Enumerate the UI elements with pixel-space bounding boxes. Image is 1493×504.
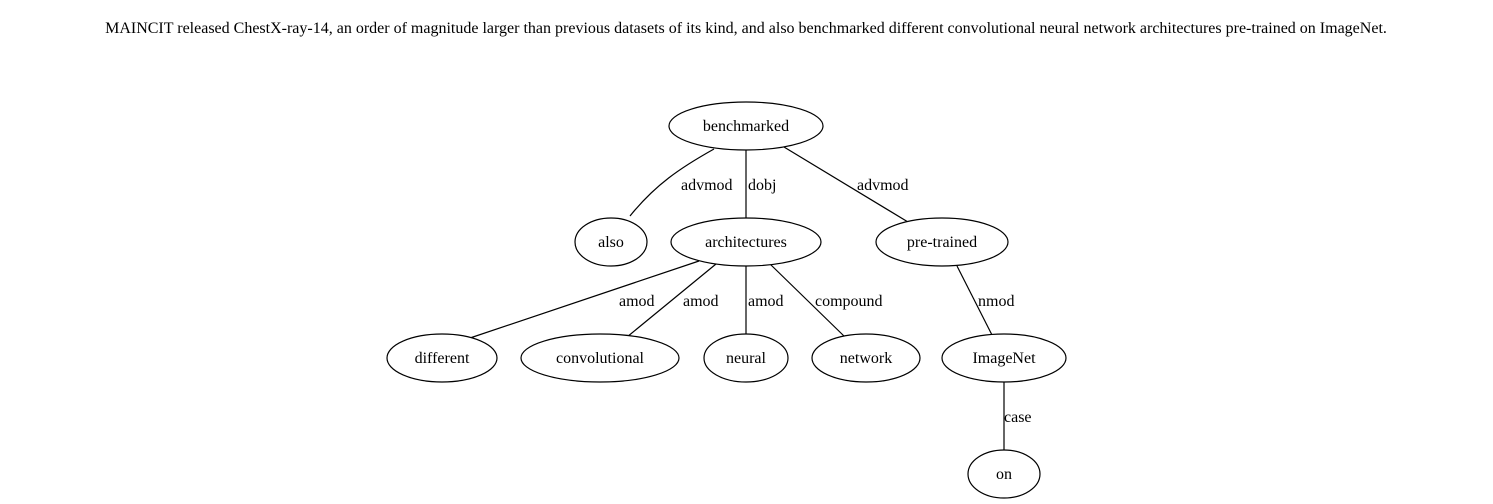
edge-architectures-network: compound [769, 263, 883, 338]
node-ImageNet: ImageNet [941, 333, 1067, 383]
node-label: network [840, 350, 892, 367]
edge-line [769, 263, 846, 338]
node-convolutional: convolutional [520, 333, 680, 383]
edge-label: advmod [857, 177, 909, 194]
sentence-text: MAINCIT released ChestX-ray-14, an order… [105, 20, 1387, 37]
node-label: ImageNet [972, 350, 1036, 367]
edge-label: amod [748, 293, 784, 310]
edge-line [783, 146, 909, 223]
node-ellipse [811, 333, 921, 383]
node-label: convolutional [556, 350, 645, 367]
node-ellipse [875, 217, 1009, 267]
node-label: benchmarked [703, 118, 789, 135]
node-ellipse [941, 333, 1067, 383]
edge-label: amod [619, 293, 655, 310]
node-benchmarked: benchmarked [668, 101, 824, 151]
node-label: on [996, 466, 1012, 483]
node-also: also [574, 217, 648, 267]
node-label: also [598, 234, 624, 251]
edge-label: dobj [748, 177, 776, 194]
edge-line [469, 260, 700, 339]
edge-line [626, 263, 717, 338]
node-ellipse [386, 333, 498, 383]
edge-label: advmod [681, 177, 733, 194]
edge-architectures-different: amod [469, 260, 700, 339]
node-label: pre-trained [907, 234, 977, 251]
edges-layer: advmod dobj advmod amod amod amod compound nmod… [469, 146, 1032, 450]
node-pre-trained: pre-trained [875, 217, 1009, 267]
edge-line [956, 265, 993, 336]
edge-ImageNet-on: case [1003, 382, 1032, 450]
node-label: architectures [705, 234, 787, 251]
edge-line [629, 148, 715, 217]
edge-label: compound [815, 293, 883, 310]
edge-architectures-neural: amod [745, 266, 784, 334]
node-architectures: architectures [670, 217, 822, 267]
edge-architectures-convolutional: amod [626, 263, 719, 338]
edge-benchmarked-architectures: dobj [745, 150, 776, 218]
node-ellipse [670, 217, 822, 267]
node-label: neural [726, 350, 767, 367]
edge-benchmarked-pre-trained: advmod [783, 146, 909, 223]
edge-label: amod [683, 293, 719, 310]
node-different: different [386, 333, 498, 383]
node-ellipse [520, 333, 680, 383]
node-neural: neural [703, 333, 789, 383]
node-ellipse [574, 217, 648, 267]
edge-pre-trained-ImageNet: nmod [956, 265, 1014, 336]
node-on: on [967, 449, 1041, 499]
edge-benchmarked-also: advmod [629, 148, 733, 217]
nodes-layer: benchmarked also architectures pre-trained d… [386, 101, 1067, 499]
node-label: different [415, 350, 470, 367]
node-ellipse [967, 449, 1041, 499]
node-ellipse [668, 101, 824, 151]
edge-label: nmod [978, 293, 1014, 310]
node-ellipse [703, 333, 789, 383]
edge-label: case [1004, 409, 1032, 426]
node-network: network [811, 333, 921, 383]
